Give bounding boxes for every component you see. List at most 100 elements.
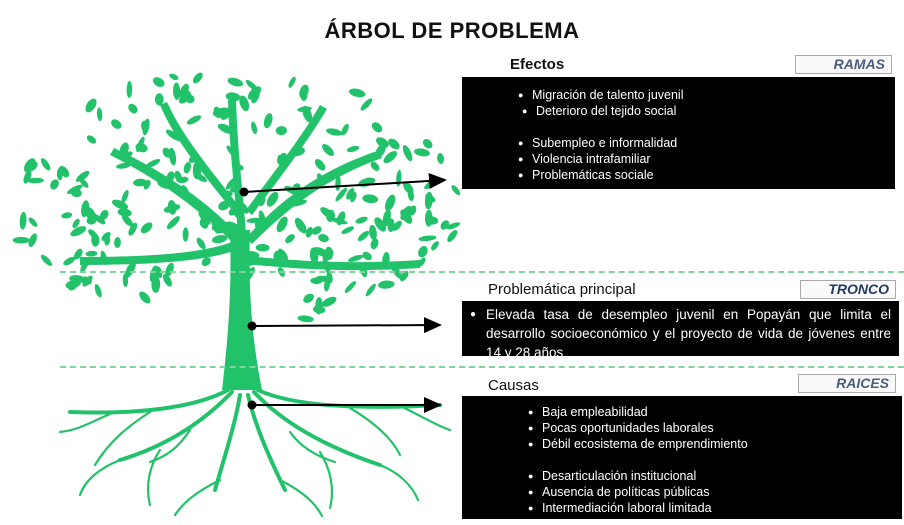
leaf bbox=[91, 233, 100, 247]
leaf bbox=[251, 121, 258, 135]
leaf bbox=[305, 226, 313, 238]
leaf bbox=[350, 191, 357, 203]
leaf bbox=[263, 113, 273, 129]
leaf bbox=[152, 77, 165, 87]
leaf bbox=[28, 233, 37, 248]
causes-heading: Causas bbox=[488, 377, 539, 394]
leaf bbox=[121, 214, 134, 227]
leaf bbox=[325, 246, 334, 257]
leaf bbox=[383, 151, 398, 164]
leaf bbox=[225, 92, 241, 102]
leaf bbox=[384, 194, 396, 212]
leaf bbox=[212, 107, 231, 117]
tronco-tag: TRONCO bbox=[800, 280, 896, 299]
leaf bbox=[162, 273, 172, 287]
leaf bbox=[50, 179, 59, 190]
leaf bbox=[143, 179, 151, 190]
leaf bbox=[86, 135, 97, 144]
cause-item: Baja empleabilidad bbox=[528, 404, 902, 420]
cause-item: Ausencia de políticas públicas bbox=[528, 484, 902, 500]
leaf bbox=[357, 230, 370, 242]
leaf bbox=[182, 227, 189, 242]
leaf bbox=[61, 212, 73, 219]
leaf bbox=[388, 138, 400, 150]
leaf bbox=[451, 185, 461, 196]
cause-item: Débil ecosistema de emprendimiento bbox=[528, 436, 902, 452]
leaf bbox=[74, 248, 83, 260]
problem-statement: Elevada tasa de desempleo juvenil en Pop… bbox=[468, 305, 891, 362]
leaf bbox=[224, 221, 241, 232]
leaf bbox=[346, 145, 360, 153]
leaf bbox=[196, 237, 206, 250]
leaf bbox=[285, 234, 295, 244]
effects-heading: Efectos bbox=[510, 56, 565, 73]
leaf bbox=[121, 189, 129, 203]
leaf bbox=[104, 235, 111, 246]
leaf bbox=[128, 103, 138, 114]
leaf bbox=[369, 224, 377, 241]
leaf bbox=[360, 98, 373, 111]
leaf bbox=[172, 82, 181, 100]
leaf bbox=[85, 209, 98, 222]
leaf bbox=[136, 136, 145, 153]
effect-item: Deterioro del tejido social bbox=[522, 103, 895, 119]
leaf bbox=[370, 161, 380, 171]
leaf bbox=[321, 296, 337, 307]
diagram-title: ÁRBOL DE PROBLEMA bbox=[324, 18, 580, 43]
leaf bbox=[341, 123, 349, 136]
leaf bbox=[24, 158, 36, 173]
tree-illustration bbox=[12, 72, 461, 518]
leaf bbox=[396, 169, 402, 187]
leaf bbox=[227, 77, 244, 87]
leaf bbox=[447, 230, 458, 242]
leaf bbox=[370, 238, 379, 250]
leaf bbox=[362, 251, 372, 261]
separator-canopy-trunk bbox=[60, 271, 904, 273]
leaf bbox=[362, 194, 379, 204]
leaf bbox=[28, 217, 38, 227]
effect-item: Migración de talento juvenil bbox=[518, 87, 895, 103]
leaf bbox=[344, 281, 357, 293]
leaf bbox=[330, 217, 348, 225]
leaf bbox=[117, 208, 132, 217]
leaf bbox=[400, 209, 413, 224]
leaf bbox=[93, 214, 106, 225]
leaf bbox=[183, 161, 192, 174]
leaf bbox=[318, 234, 329, 243]
leaf bbox=[99, 209, 109, 221]
leaf bbox=[75, 170, 90, 182]
leaf bbox=[63, 256, 76, 266]
leaf bbox=[111, 119, 122, 129]
leaf bbox=[125, 261, 136, 278]
leaf bbox=[79, 178, 89, 188]
leaf bbox=[192, 72, 203, 84]
leaf bbox=[440, 220, 450, 230]
leaf bbox=[418, 245, 428, 258]
leaf bbox=[174, 170, 183, 183]
leaf bbox=[58, 165, 70, 178]
effect-item: Subempleo e informalidad bbox=[518, 135, 895, 151]
leaf bbox=[320, 207, 335, 219]
leaf bbox=[424, 177, 439, 190]
leaf bbox=[255, 243, 270, 252]
leaf bbox=[139, 291, 151, 304]
leaf bbox=[184, 94, 195, 104]
leaf bbox=[70, 188, 82, 198]
leaf bbox=[72, 218, 80, 229]
leaf bbox=[82, 275, 93, 287]
leaf bbox=[424, 191, 433, 210]
leaf bbox=[446, 222, 461, 230]
leaf bbox=[371, 122, 383, 133]
leaf bbox=[151, 275, 161, 293]
leaf bbox=[418, 235, 437, 242]
leaf bbox=[376, 137, 389, 148]
leaf bbox=[201, 257, 211, 267]
ramas-tag: RAMAS bbox=[795, 55, 892, 74]
leaf bbox=[94, 284, 102, 298]
leaf bbox=[315, 297, 323, 315]
leaf bbox=[312, 247, 330, 257]
leaf bbox=[348, 88, 366, 98]
separator-trunk-roots bbox=[60, 366, 904, 368]
leaf bbox=[288, 76, 296, 88]
leaf bbox=[299, 84, 309, 99]
